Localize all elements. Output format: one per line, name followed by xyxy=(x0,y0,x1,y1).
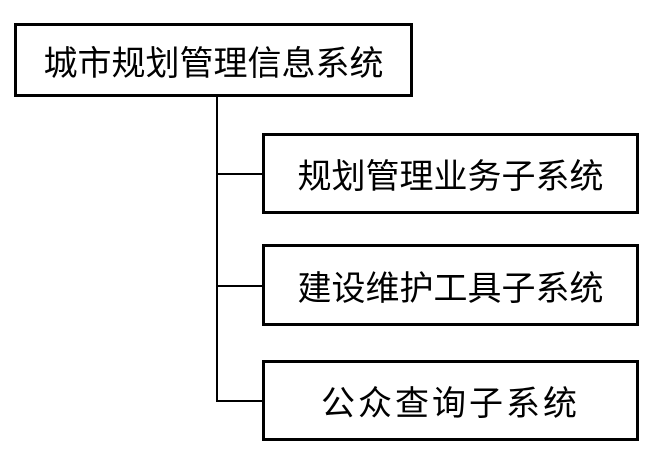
child-node-planning: 规划管理业务子系统 xyxy=(262,133,639,214)
child-node-label: 公众查询子系统 xyxy=(321,384,580,424)
root-node: 城市规划管理信息系统 xyxy=(14,23,413,97)
child-node-label: 规划管理业务子系统 xyxy=(297,157,604,197)
child-node-label: 建设维护工具子系统 xyxy=(297,268,604,309)
root-node-label: 城市规划管理信息系统 xyxy=(43,43,384,84)
child-node-public-query: 公众查询子系统 xyxy=(262,360,639,441)
child-node-construction: 建设维护工具子系统 xyxy=(262,244,639,326)
